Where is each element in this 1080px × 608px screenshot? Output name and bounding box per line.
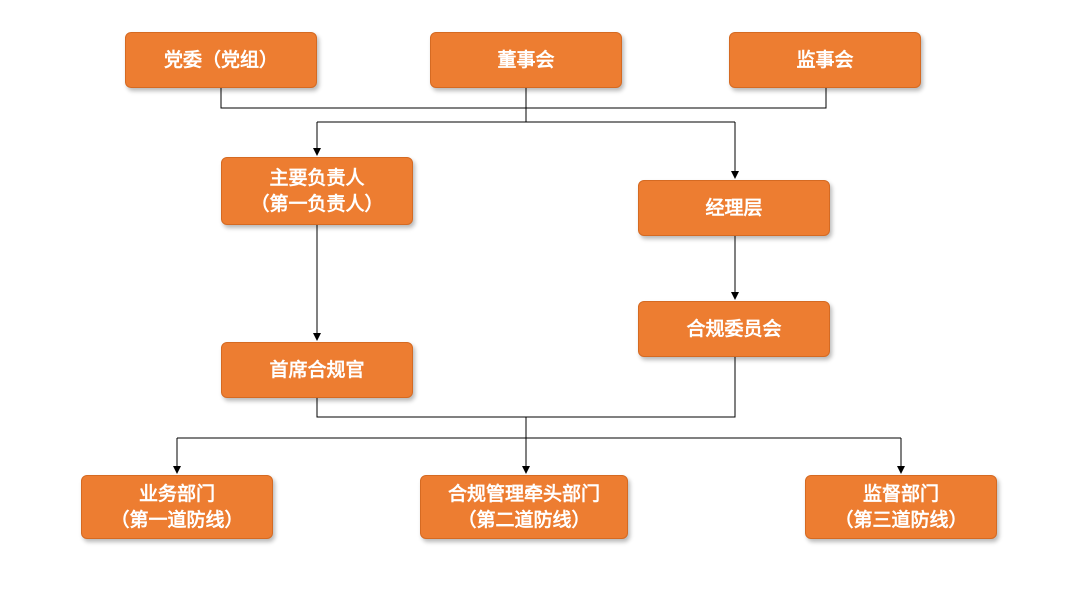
audit-dept-box: 监督部门 （第三道防线）: [805, 475, 997, 539]
compliance-committee-box: 合规委员会: [638, 301, 830, 357]
business-dept-label: 业务部门: [138, 483, 215, 505]
audit-dept-label: 监督部门: [862, 483, 939, 505]
chief-compliance-officer-label: 首席合规官: [269, 359, 365, 381]
business-dept-sublabel: （第一道防线）: [110, 509, 244, 531]
party-committee-box: 党委（党组）: [125, 32, 317, 88]
management-box: 经理层: [638, 180, 830, 236]
connector-supervisory-merge: [526, 88, 827, 109]
connector-committee-merge: [526, 357, 736, 418]
party-committee-label: 党委（党组）: [163, 49, 278, 71]
principal-head-sublabel: （第一负责人）: [250, 193, 384, 215]
connector-party-merge: [220, 88, 526, 109]
management-label: 经理层: [705, 197, 763, 219]
principal-head-box: 主要负责人 （第一负责人）: [221, 157, 413, 225]
supervisory-board-label: 监事会: [796, 49, 854, 71]
audit-dept-sublabel: （第三道防线）: [834, 509, 968, 531]
principal-head-label: 主要负责人: [269, 167, 365, 189]
business-dept-box: 业务部门 （第一道防线）: [81, 475, 273, 539]
compliance-lead-dept-label: 合规管理牵头部门: [447, 483, 600, 505]
compliance-lead-dept-box: 合规管理牵头部门 （第二道防线）: [420, 475, 628, 539]
connector-cco-merge: [316, 398, 526, 418]
board-of-directors-box: 董事会: [430, 32, 622, 88]
compliance-lead-dept-sublabel: （第二道防线）: [457, 509, 591, 531]
supervisory-board-box: 监事会: [729, 32, 921, 88]
chief-compliance-officer-box: 首席合规官: [221, 342, 413, 398]
board-of-directors-label: 董事会: [497, 49, 555, 71]
compliance-committee-label: 合规委员会: [686, 318, 782, 340]
